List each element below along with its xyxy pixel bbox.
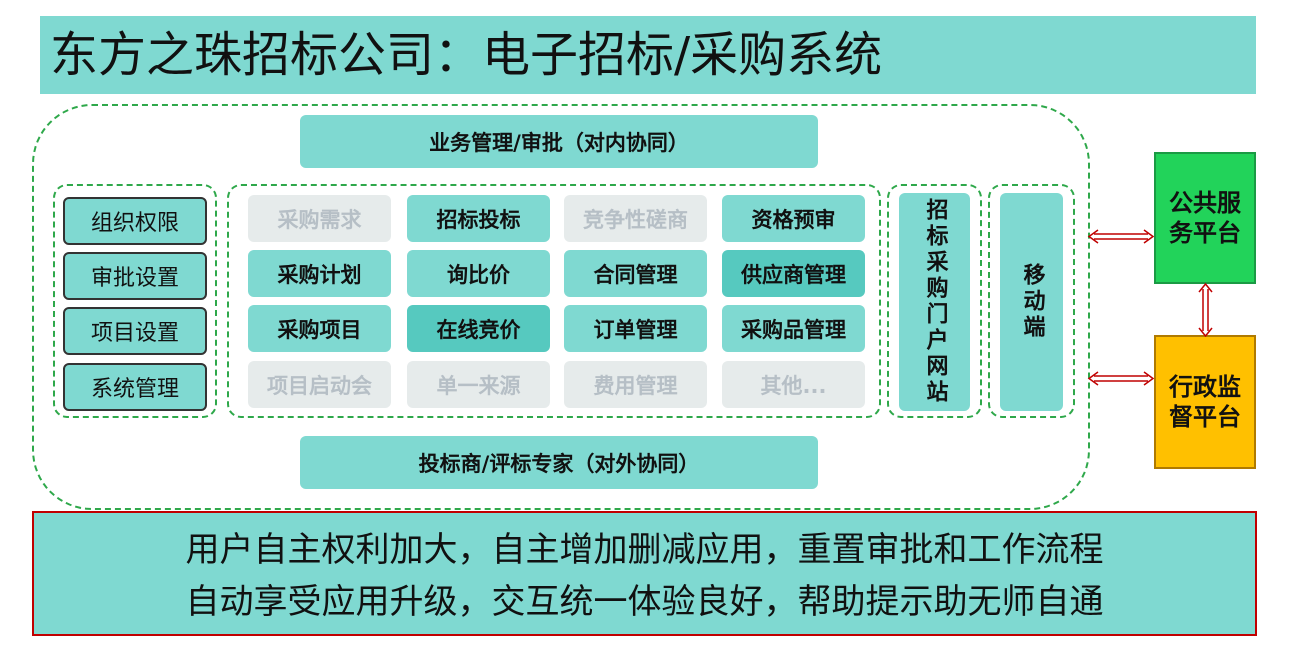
- mobile-box[interactable]: 移动端: [1000, 193, 1063, 411]
- module-cell[interactable]: 其他...: [722, 361, 865, 408]
- portal-frame: [887, 184, 982, 418]
- portal-website-box[interactable]: 招标采购门户网站: [899, 193, 970, 411]
- module-cell[interactable]: 招标投标: [407, 195, 550, 242]
- mobile-frame: [988, 184, 1075, 418]
- module-cell[interactable]: 采购计划: [248, 250, 391, 297]
- platform-link-arrow: [1198, 283, 1213, 337]
- side-item-org-permissions[interactable]: 组织权限: [63, 197, 207, 245]
- external-collaboration-bar: 投标商/评标专家（对外协同）: [300, 436, 818, 489]
- benefits-description-box: 用户自主权利加大，自主增加删减应用，重置审批和工作流程 自动享受应用升级，交互统…: [32, 511, 1257, 636]
- system-boundary-frame: [32, 104, 1090, 510]
- module-cell[interactable]: 询比价: [407, 250, 550, 297]
- module-cell[interactable]: 订单管理: [564, 305, 707, 352]
- module-cell[interactable]: 合同管理: [564, 250, 707, 297]
- module-cell[interactable]: 资格预审: [722, 195, 865, 242]
- module-cell[interactable]: 费用管理: [564, 361, 707, 408]
- side-item-project-settings[interactable]: 项目设置: [63, 307, 207, 355]
- module-cell[interactable]: 采购需求: [248, 195, 391, 242]
- module-cell[interactable]: 采购项目: [248, 305, 391, 352]
- public-platform-arrow: [1087, 229, 1155, 244]
- module-cell[interactable]: 供应商管理: [722, 250, 865, 297]
- public-service-platform[interactable]: 公共服务平台: [1154, 152, 1256, 284]
- module-cell[interactable]: 单一来源: [407, 361, 550, 408]
- administrative-supervision-platform[interactable]: 行政监督平台: [1154, 335, 1256, 469]
- side-item-approval-settings[interactable]: 审批设置: [63, 252, 207, 300]
- procurement-modules-frame: [227, 184, 881, 418]
- module-cell[interactable]: 项目启动会: [248, 361, 391, 408]
- admin-settings-frame: [53, 184, 217, 418]
- side-item-system-management[interactable]: 系统管理: [63, 363, 207, 411]
- page-title: 东方之珠招标公司：电子招标/采购系统: [40, 16, 1256, 94]
- benefit-line-2: 自动享受应用升级，交互统一体验良好，帮助提示助无师自通: [185, 582, 1104, 622]
- internal-collaboration-bar: 业务管理/审批（对内协同）: [300, 115, 818, 168]
- module-cell[interactable]: 在线竞价: [407, 305, 550, 352]
- supervision-platform-arrow: [1087, 371, 1155, 386]
- module-cell[interactable]: 竞争性磋商: [564, 195, 707, 242]
- benefit-line-1: 用户自主权利加大，自主增加删减应用，重置审批和工作流程: [185, 530, 1104, 570]
- module-cell[interactable]: 采购品管理: [722, 305, 865, 352]
